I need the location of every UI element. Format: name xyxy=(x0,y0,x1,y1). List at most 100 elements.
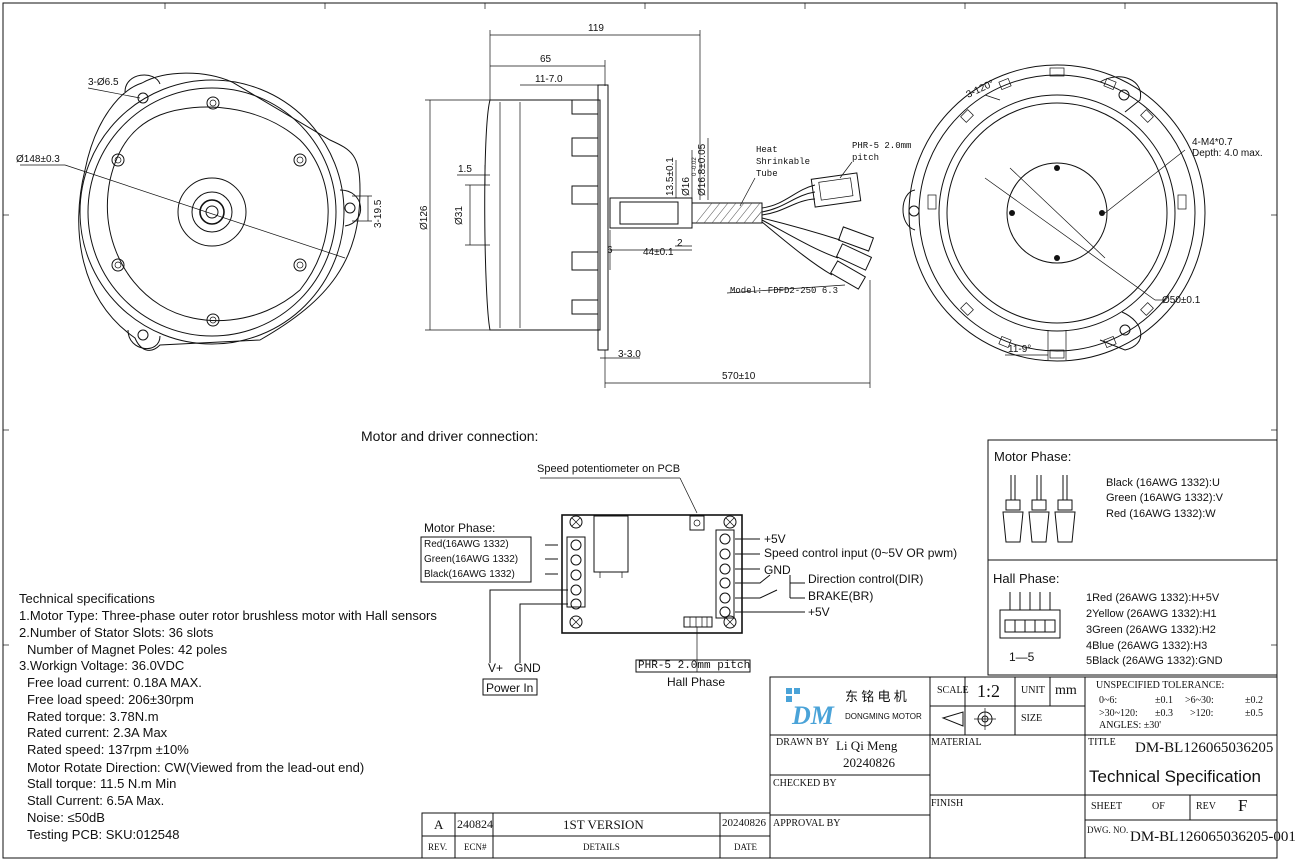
spec-line: Free load speed: 206±30rpm xyxy=(27,692,194,707)
dongming-logo: DM xyxy=(786,688,835,730)
approval-by-label: APPROVAL BY xyxy=(773,818,841,829)
checked-by-label: CHECKED BY xyxy=(773,778,837,789)
tolerance-1d: ±0.2 xyxy=(1245,695,1263,706)
doc-title: Technical Specification xyxy=(1089,767,1261,786)
dim-1-5: 1.5 xyxy=(458,164,472,175)
phase-box-hall-wire-2: 3Green (26AWG 1332):H2 xyxy=(1086,624,1216,636)
dwg-no-label: DWG. NO. xyxy=(1087,825,1129,835)
terminal-label-2: GND xyxy=(764,563,791,577)
hall-connector-label: PHR-5 2.0mm pitch xyxy=(638,660,751,672)
part-number: DM-BL126065036205 xyxy=(1135,740,1274,756)
motor-phase-wire-0: Red(16AWG 1332) xyxy=(424,539,509,550)
power-gnd-label: GND xyxy=(514,661,541,675)
phase-box-hall-wire-4: 5Black (26AWG 1332):GND xyxy=(1086,655,1223,667)
spec-line: Stall Current: 6.5A Max. xyxy=(27,793,165,808)
date-value: 20240826 xyxy=(722,817,766,829)
phase-box-motor-wire-0: Black (16AWG 1332):U xyxy=(1106,477,1220,489)
phase-box-hall-range: 1—5 xyxy=(1009,650,1035,664)
phase-box-hall-title: Hall Phase: xyxy=(993,571,1060,586)
tolerance-2a: >30~120: xyxy=(1099,708,1138,719)
pot-label: Speed potentiometer on PCB xyxy=(537,463,681,475)
svg-text:DM: DM xyxy=(791,701,835,730)
projection-symbol-icon xyxy=(941,708,996,730)
company-cn: 东 铭 电 机 xyxy=(845,689,907,704)
motor-phase-heading: Motor Phase: xyxy=(424,521,496,535)
material-label: MATERIAL xyxy=(931,737,982,748)
phase-box-motor-wire-1: Green (16AWG 1332):V xyxy=(1106,492,1223,504)
scale-value: 1:2 xyxy=(977,681,1001,701)
rear-thread-label: 4-M4*0.7 xyxy=(1192,137,1233,148)
tolerance-title: UNSPECIFIED TOLERANCE: xyxy=(1096,680,1225,691)
dim-6: 6 xyxy=(607,245,613,256)
spec-line: Rated speed: 137rpm ±10% xyxy=(27,742,189,757)
front-holes-label: 3-Ø6.5 xyxy=(88,77,119,88)
tolerance-1c: >6~30: xyxy=(1185,695,1214,706)
tolerance-1a: 0~6: xyxy=(1099,695,1118,706)
ecn-header: ECN# xyxy=(464,842,487,852)
phase-box-hall-wire-3: 4Blue (26AWG 1332):H3 xyxy=(1086,640,1208,652)
spec-line: Testing PCB: SKU:012548 xyxy=(27,827,180,842)
dim-65: 65 xyxy=(540,54,552,65)
tolerance-2d: ±0.5 xyxy=(1245,708,1263,719)
motor-phase-wire-2: Black(16AWG 1332) xyxy=(424,569,515,580)
unit-label: UNIT xyxy=(1021,685,1045,696)
front-tab-label: 3-19.5 xyxy=(373,199,384,228)
spec-line: Noise: ≤50dB xyxy=(27,810,105,825)
dim-31: Ø31 xyxy=(454,206,465,225)
drawn-by-label: DRAWN BY xyxy=(776,737,830,748)
finish-label: FINISH xyxy=(931,798,964,809)
phase-box xyxy=(987,439,1278,676)
hall-connector-box xyxy=(635,659,751,673)
dwg-no-value: DM-BL126065036205-001 xyxy=(1130,829,1296,845)
power-in-label: Power In xyxy=(486,681,534,695)
spec-line: 2.Number of Stator Slots: 36 slots xyxy=(19,625,214,640)
spec-line: Free load current: 0.18A MAX. xyxy=(27,675,202,690)
rev-header: REV. xyxy=(428,842,448,852)
dim-44: 44±0.1 xyxy=(643,247,674,258)
spec-line: 1.Motor Type: Three-phase outer rotor br… xyxy=(19,608,437,623)
spec-line: Motor Rotate Direction: CW(Viewed from t… xyxy=(27,760,365,775)
dim-119: 119 xyxy=(588,23,604,34)
side-view xyxy=(425,30,875,388)
phase-box-motor-wire-2: Red (16AWG 1332):W xyxy=(1106,508,1216,520)
dim-3-3: 3-3.0 xyxy=(618,349,641,360)
tolerance-1b: ±0.1 xyxy=(1155,695,1173,706)
drawn-date-value: 20240826 xyxy=(843,755,895,770)
heat-tube-label: Heat Shrinkable Tube xyxy=(756,145,811,179)
details-header: DETAILS xyxy=(583,842,620,852)
sheet-label: SHEET xyxy=(1091,801,1123,812)
dim-570: 570±10 xyxy=(722,371,756,382)
tolerance-2b: ±0.3 xyxy=(1155,708,1173,719)
rear-depth-label: Depth: 4.0 max. xyxy=(1192,148,1263,159)
scale-label: SCALE xyxy=(937,685,969,696)
dim-126: Ø126 xyxy=(419,205,430,230)
power-vplus-label: V+ xyxy=(488,661,504,675)
front-diameter-label: Ø148±0.3 xyxy=(16,154,60,165)
terminal-label-3: Direction control(DIR) xyxy=(808,572,924,586)
hall-phase-label: Hall Phase xyxy=(667,675,726,689)
terminal-label-5: +5V xyxy=(808,605,830,619)
dim-11-7: 11-7.0 xyxy=(535,74,563,85)
phase-box-hall-wire-0: 1Red (26AWG 1332):H+5V xyxy=(1086,592,1220,604)
rev-label: REV xyxy=(1196,801,1216,812)
spec-line: 3.Workign Voltage: 36.0VDC xyxy=(19,658,185,673)
title-label: TITLE xyxy=(1088,737,1116,748)
phase-box-hall-wire-1: 2Yellow (26AWG 1332):H1 xyxy=(1086,608,1217,620)
dim-2: 2 xyxy=(677,238,683,249)
dim-16-8: Ø16.8±0.05 xyxy=(697,143,708,196)
title-block-lines xyxy=(421,676,1278,859)
terminal-label-0: +5V xyxy=(764,532,786,546)
sheet-border xyxy=(2,2,1278,859)
pcb-board xyxy=(489,477,805,673)
motor-phase-wire-box xyxy=(420,536,532,583)
front-view xyxy=(20,72,372,351)
tolerance-2c: >120: xyxy=(1190,708,1214,719)
size-label: SIZE xyxy=(1021,713,1043,724)
phase-box-motor-title: Motor Phase: xyxy=(994,449,1072,464)
rear-d50-label: Ø50±0.1 xyxy=(1162,295,1201,306)
spec-line: Number of Magnet Poles: 42 poles xyxy=(27,642,228,657)
rear-view xyxy=(902,64,1206,362)
model-label: Model: FDFD2-250 6.3 xyxy=(730,286,839,296)
tolerance-3: ANGLES: ±30' xyxy=(1099,720,1162,731)
